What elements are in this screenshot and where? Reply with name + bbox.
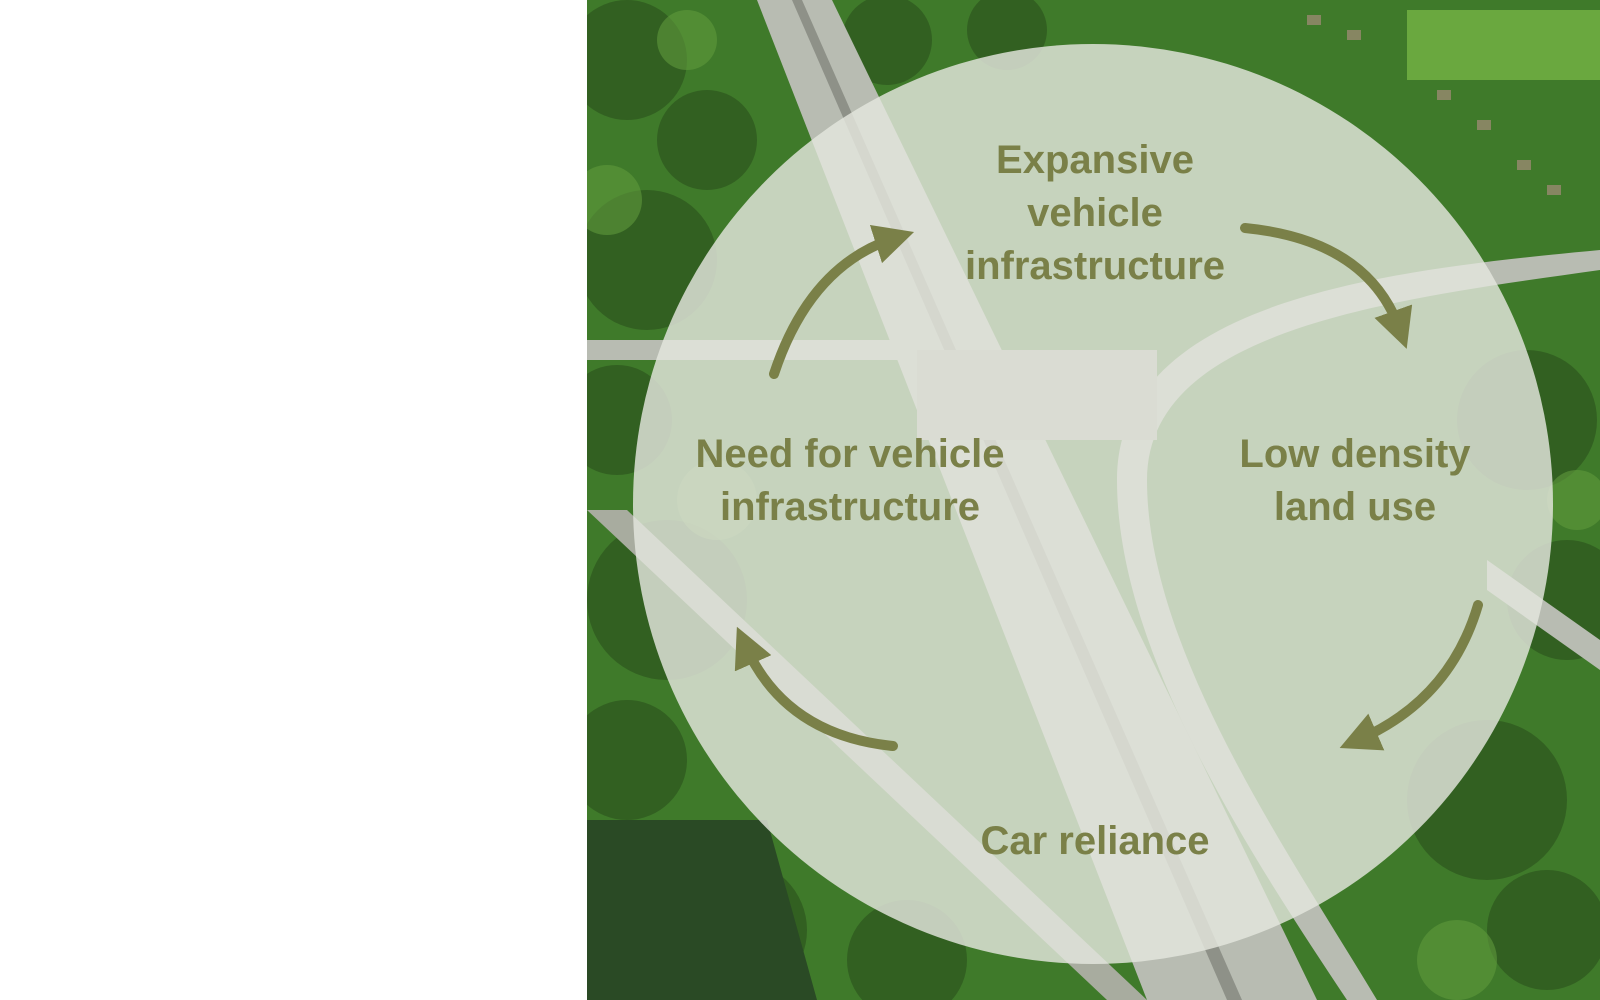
- node-low-density-land-use: Low density land use: [1239, 432, 1471, 529]
- node-need-for-vehicle-infrastructure: Need for vehicle infrastructure: [695, 432, 1005, 529]
- arrow-top-to-right: [1240, 223, 1413, 349]
- blank-panel: [0, 0, 587, 1000]
- arrow-left-to-top: [769, 225, 915, 379]
- cycle-circle: [633, 44, 1553, 964]
- node-car-reliance: Car reliance: [980, 819, 1210, 863]
- node-expansive-vehicle-infrastructure: Expansive vehicle infrastructure: [964, 138, 1226, 288]
- arrow-bottom-to-left: [734, 626, 898, 751]
- arrow-right-to-bottom: [1339, 600, 1483, 751]
